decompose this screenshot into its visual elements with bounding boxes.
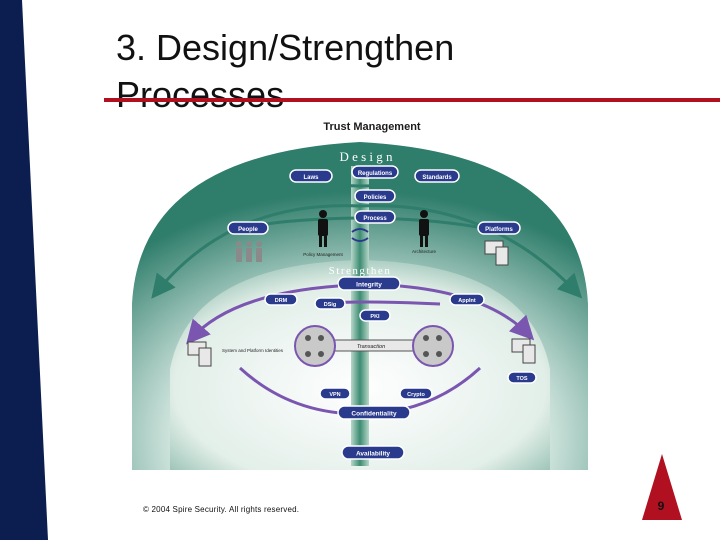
integrity-label: Integrity	[356, 282, 382, 289]
slide-title-line-1: 3. Design/Strengthen	[116, 27, 455, 68]
regulations-label: Regulations	[358, 171, 393, 177]
crypto-pill: Crypto	[399, 387, 433, 400]
availability-pill: Availability	[341, 445, 405, 460]
standards-label: Standards	[422, 175, 452, 181]
policies-pill: Policies	[354, 189, 396, 203]
copyright-footer: © 2004 Spire Security. All rights reserv…	[143, 505, 300, 514]
strengthen-label: Strengthen	[329, 265, 392, 277]
integrity-pill: Integrity	[337, 276, 401, 291]
pki-pill: PKI	[359, 309, 391, 322]
crypto-label: Crypto	[407, 392, 425, 398]
platforms-label: Platforms	[485, 227, 513, 233]
drm-label: DRM	[275, 298, 288, 304]
laws-pill: Laws	[289, 169, 333, 183]
confidentiality-label: Confidentiality	[351, 411, 397, 418]
cycle-arrows-icon	[351, 228, 369, 242]
pki-label: PKI	[370, 314, 380, 320]
computer-icon	[484, 240, 509, 266]
trust-management-diagram: Trust Management D e s i g n Laws Regula…	[132, 121, 588, 470]
process-pill: Process	[354, 210, 396, 224]
trust-management-header: Trust Management	[323, 121, 421, 133]
drm-pill: DRM	[264, 293, 298, 306]
tos-label: TOS	[516, 376, 528, 382]
page-number-badge: 9	[642, 454, 682, 520]
laws-label: Laws	[303, 175, 319, 181]
policies-label: Policies	[364, 195, 387, 201]
standards-pill: Standards	[414, 169, 460, 183]
slide-title: 3. Design/Strengthen Processes	[116, 24, 454, 118]
regulations-pill: Regulations	[351, 165, 399, 179]
person-icon	[318, 210, 328, 247]
dsig-label: DSig	[324, 302, 337, 308]
page-number: 9	[658, 499, 665, 513]
availability-label: Availability	[356, 451, 390, 458]
lock-icon	[412, 325, 454, 367]
people-label: People	[238, 227, 258, 233]
vpn-label: VPN	[329, 392, 340, 398]
vpn-pill: VPN	[319, 387, 351, 400]
slide-title-line-2: Processes	[116, 74, 285, 115]
title-underline	[104, 98, 720, 102]
architecture-label: Architecture	[412, 249, 437, 254]
system-identities-label: System and Platform Identities	[222, 348, 284, 353]
computer-icon	[187, 341, 212, 367]
appint-pill: AppInt	[449, 293, 485, 306]
computer-icon	[511, 338, 536, 364]
person-icon	[419, 210, 429, 247]
transaction-label: Transaction	[357, 344, 385, 350]
tos-pill: TOS	[507, 371, 537, 384]
key-icon	[294, 325, 336, 367]
confidentiality-pill: Confidentiality	[337, 405, 411, 420]
platforms-pill: Platforms	[477, 221, 521, 235]
people-group-icon	[236, 241, 262, 262]
dsig-pill: DSig	[314, 297, 346, 310]
people-pill: People	[227, 221, 269, 235]
process-label: Process	[363, 216, 387, 222]
policy-management-label: Policy Management	[303, 252, 343, 257]
appint-label: AppInt	[458, 298, 476, 304]
design-label: D e s i g n	[339, 149, 393, 164]
strengthen-arc-left	[186, 284, 339, 345]
